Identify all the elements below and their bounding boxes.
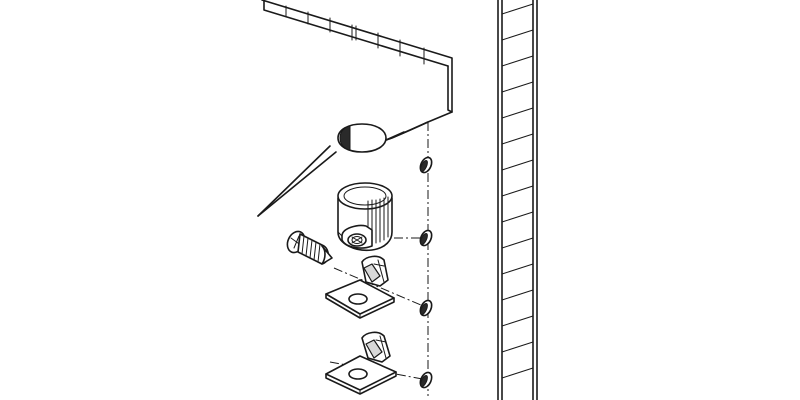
shelf-panel (257, 0, 453, 217)
screw (286, 230, 333, 265)
shelf-edge-stripes (285, 5, 425, 65)
drilled-hole-4 (419, 371, 433, 389)
center-lines (329, 122, 429, 396)
side-panel-stripes (501, 3, 534, 379)
shelf-bore-hole (337, 123, 387, 153)
mounting-bracket-upper (325, 255, 395, 319)
side-panel (497, 0, 538, 400)
cam-connector-housing (337, 182, 393, 252)
drilled-holes (419, 156, 433, 389)
drilled-hole-2 (419, 229, 433, 247)
drilled-hole-3 (419, 299, 433, 317)
drilled-hole-1 (419, 156, 433, 174)
mounting-bracket-lower (325, 331, 397, 395)
